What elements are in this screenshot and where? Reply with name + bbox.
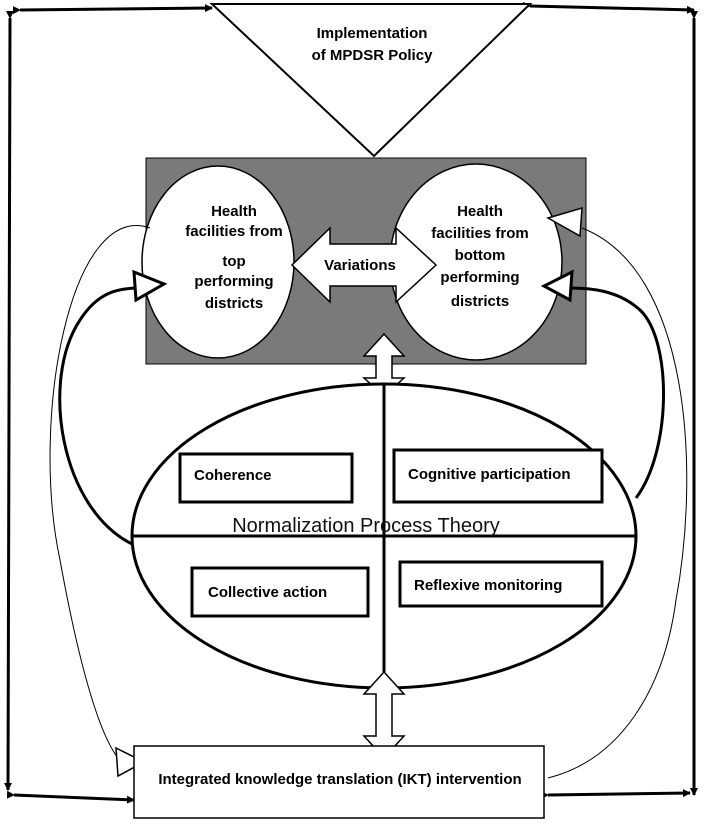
ikt-box	[133, 745, 545, 819]
npt-title: Normalization Process Theory	[232, 515, 500, 537]
cognitive-participation-box: Cognitive participation	[392, 448, 604, 504]
variations-label: Variations	[324, 257, 396, 274]
bottom-facilities-line1: Health	[457, 203, 503, 220]
variations-double-arrow	[290, 226, 438, 304]
bottom-facilities-line3: bottom	[455, 247, 506, 264]
reflexive-monitoring-label: Reflexive monitoring	[414, 577, 562, 594]
coherence-label: Coherence	[194, 467, 272, 484]
ikt-label: Integrated knowledge translation (IKT) i…	[158, 771, 521, 788]
outer-frame-arrows	[4, 1, 698, 804]
right-thin-feedback-curve	[547, 227, 688, 779]
top-facilities-line1: Health	[211, 203, 257, 220]
left-thin-feedback-arrowhead	[115, 746, 146, 778]
policy-triangle	[209, 3, 533, 158]
coherence-box: Coherence	[178, 452, 354, 504]
cognitive-participation-label: Cognitive participation	[408, 466, 571, 483]
right-thick-feedback-arrowhead	[540, 269, 574, 303]
right-thick-feedback-curve	[569, 286, 665, 499]
policy-label-line2: of MPDSR Policy	[312, 47, 434, 64]
top-facilities-line4: performing	[194, 273, 273, 290]
policy-label-line1: Implementation	[317, 25, 428, 42]
reflexive-monitoring-box: Reflexive monitoring	[398, 560, 604, 608]
bottom-facilities-line2: facilities from	[431, 225, 529, 242]
left-thick-feedback-curve	[58, 286, 141, 547]
top-facilities-line3: top	[222, 253, 245, 270]
top-facilities-circle	[141, 165, 295, 359]
top-facilities-line2: facilities from	[185, 223, 283, 240]
bottom-facilities-line4: performing	[440, 269, 519, 286]
left-thin-feedback-curve	[49, 225, 151, 759]
collective-action-box: Collective action	[190, 566, 370, 618]
top-facilities-line5: districts	[205, 295, 263, 312]
bottom-facilities-line5: districts	[451, 293, 509, 310]
left-thick-feedback-arrowhead	[132, 269, 168, 303]
right-thin-feedback-arrowhead	[546, 206, 583, 238]
collective-action-label: Collective action	[208, 584, 327, 601]
